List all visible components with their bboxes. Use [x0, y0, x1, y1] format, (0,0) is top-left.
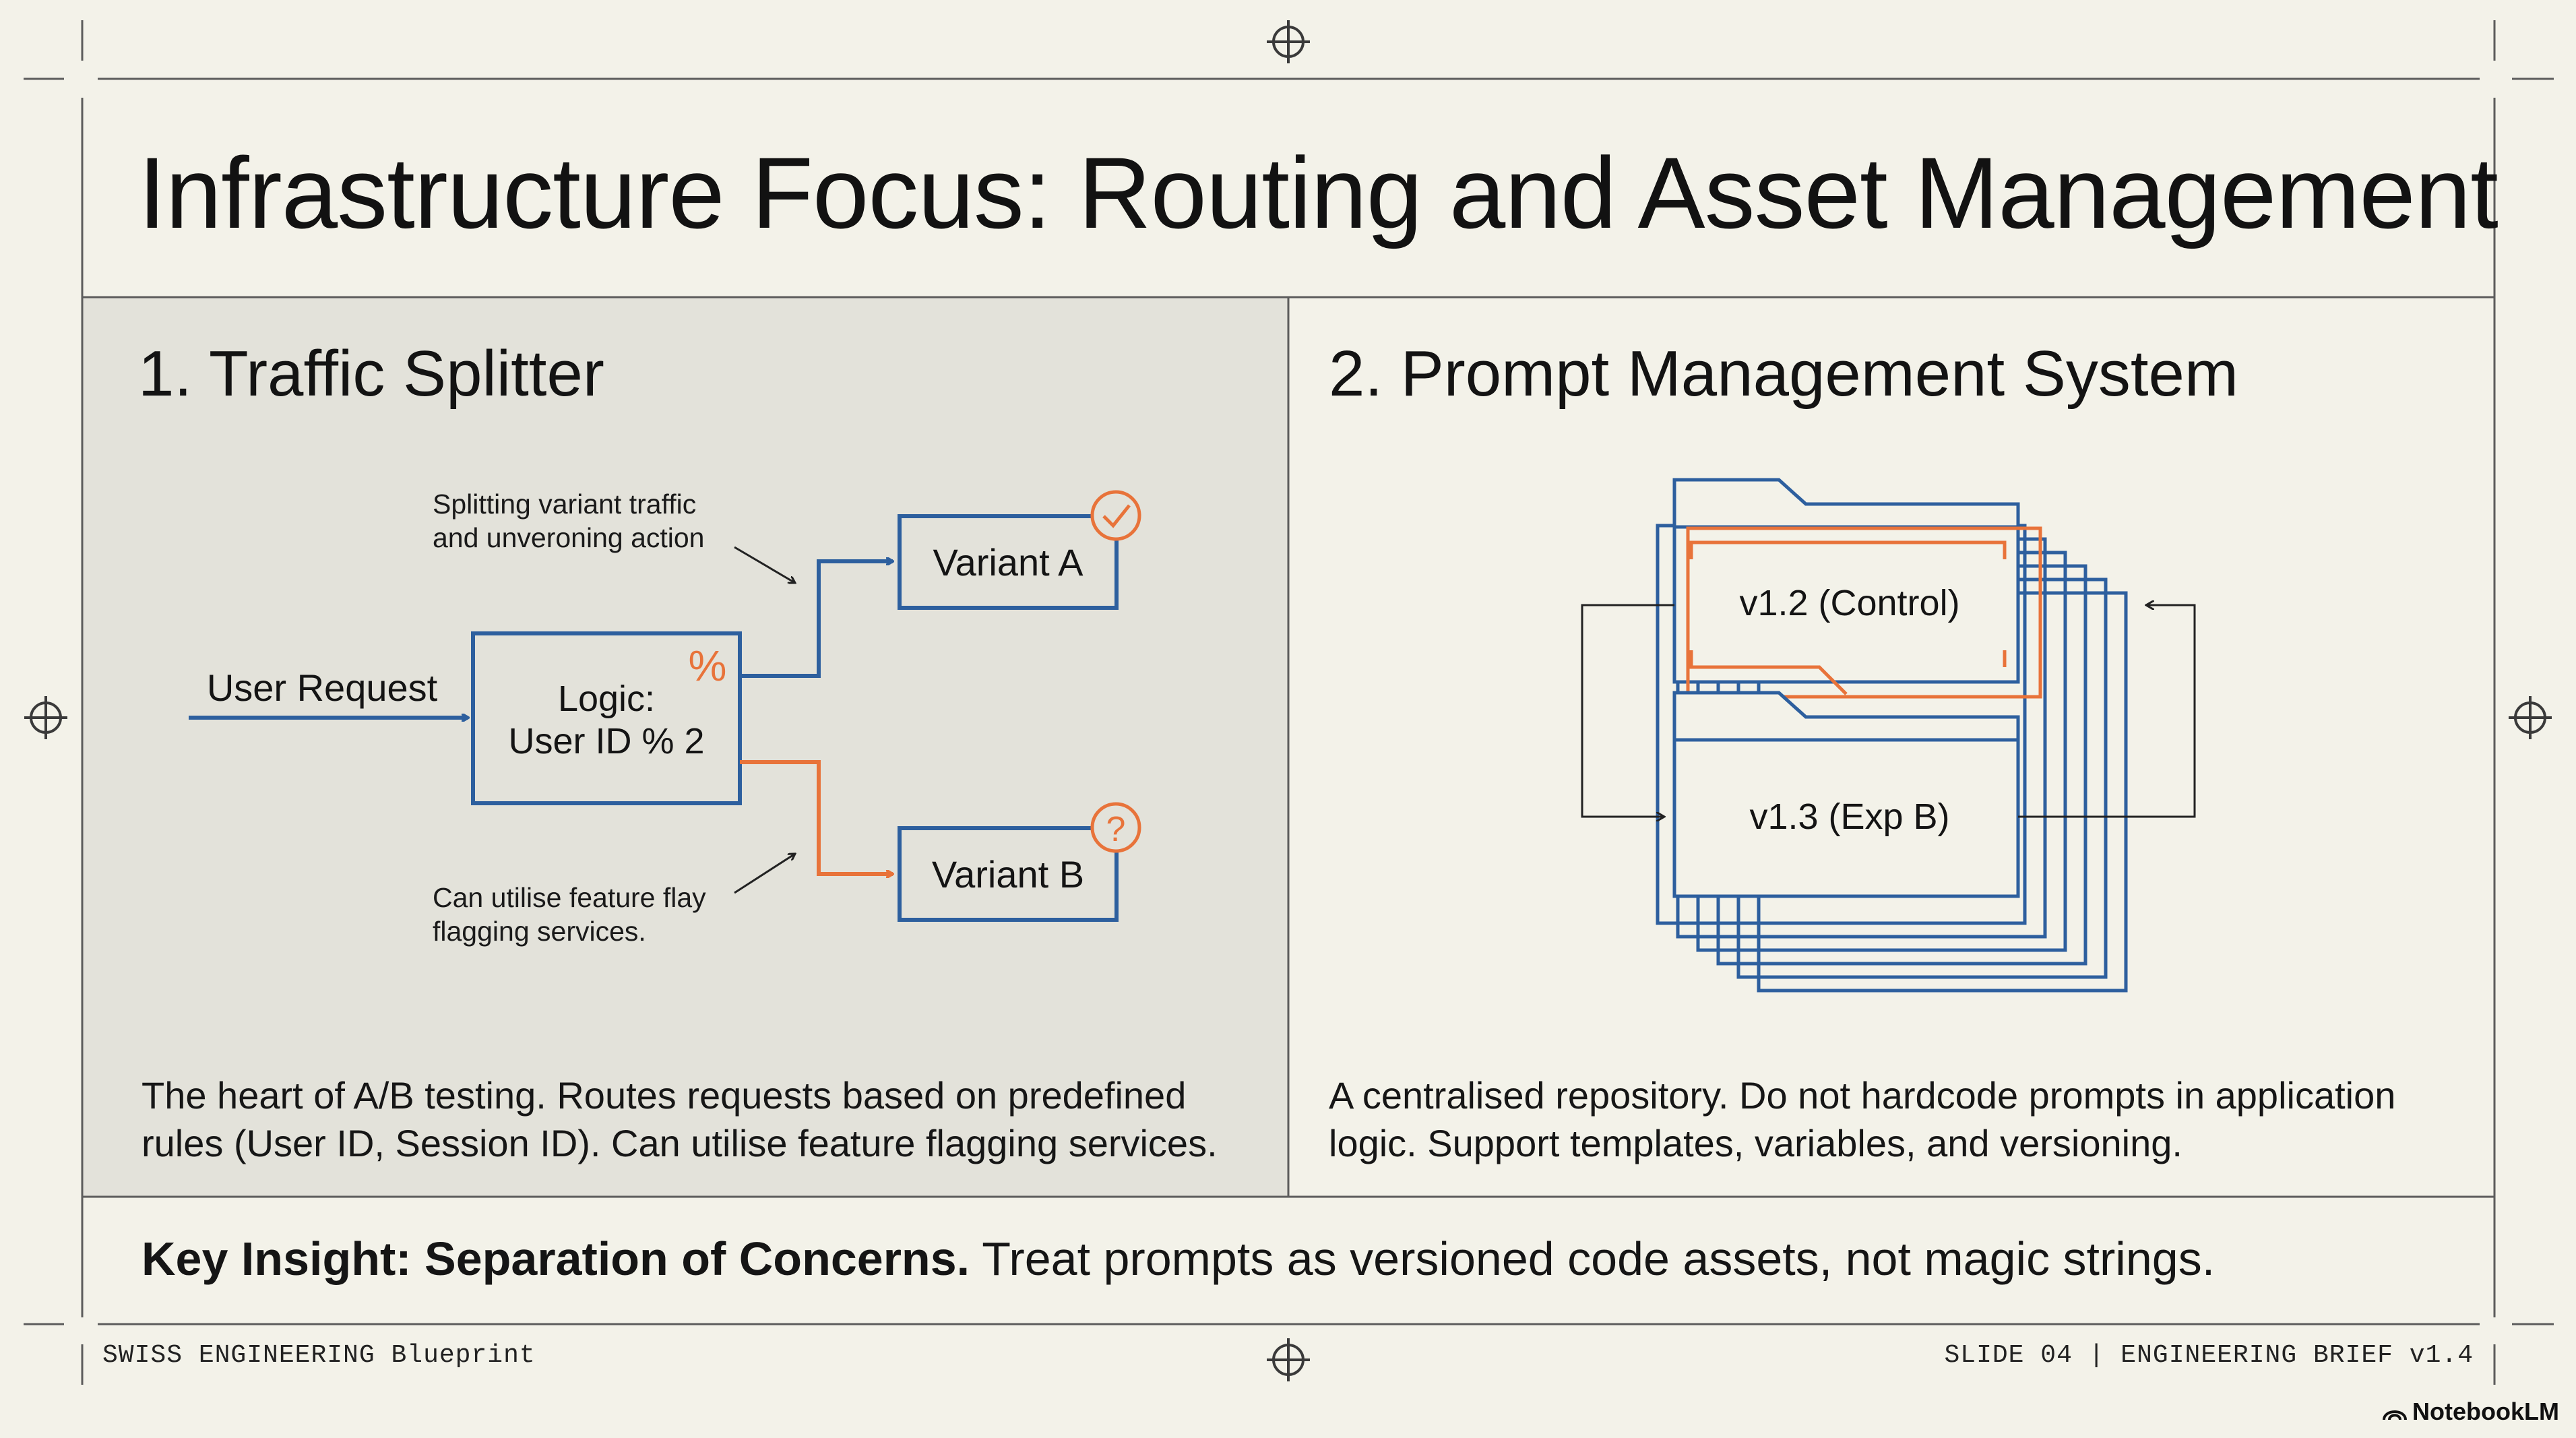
annotation-top-line-2: and unveroning action — [433, 522, 704, 553]
footer-right: SLIDE 04 | ENGINEERING BRIEF v1.4 — [1944, 1341, 2474, 1370]
annotation-bottom-arrow — [734, 854, 795, 894]
traffic-splitter-description: The heart of A/B testing. Routes request… — [142, 1071, 1287, 1167]
question-circle-icon: ? — [1090, 802, 1141, 853]
brand-label: NotebookLM — [2412, 1398, 2559, 1425]
slide-title: Infrastructure Focus: Routing and Asset … — [138, 136, 2499, 249]
variant-b-box — [898, 826, 1119, 922]
check-circle-icon — [1090, 490, 1141, 541]
annotation-bottom-line-1: Can utilise feature flay — [433, 882, 706, 913]
user-request-label: User Request — [207, 666, 438, 709]
traffic-splitter-panel — [82, 297, 1288, 1197]
prompt-management-heading: 2. Prompt Management System — [1329, 338, 2238, 410]
brand: NotebookLM — [2381, 1398, 2559, 1426]
control-folder — [1672, 478, 2020, 684]
annotation-bottom-line-2: flagging services. — [433, 916, 646, 947]
annotation-top-arrow — [734, 546, 795, 583]
prompt-management-description-line-1: A centralised repository. Do not hardcod… — [1329, 1074, 2396, 1117]
annotation-top-line-1: Splitting variant traffic — [433, 489, 696, 520]
notebooklm-logo-icon — [2383, 1410, 2408, 1420]
footer-left: SWISS ENGINEERING Blueprint — [102, 1341, 536, 1370]
prompt-management-description: A centralised repository. Do not hardcod… — [1329, 1071, 2474, 1167]
prompt-management-description-line-2: logic. Support templates, variables, and… — [1329, 1122, 2182, 1164]
variant-b-badge-label: ? — [1106, 810, 1126, 849]
control-highlight-layer — [1686, 526, 2042, 699]
traffic-splitter-description-line-2: rules (User ID, Session ID). Can utilise… — [142, 1122, 1218, 1164]
traffic-splitter-heading: 1. Traffic Splitter — [138, 338, 604, 410]
key-insight-text: Treat prompts as versioned code assets, … — [970, 1232, 2216, 1285]
variant-b-path — [740, 760, 893, 874]
variant-a-path — [740, 561, 893, 678]
variant-a-box — [898, 514, 1119, 610]
key-insight: Key Insight: Separation of Concerns. Tre… — [142, 1232, 2215, 1286]
right-connector-arrow — [2018, 605, 2196, 818]
logic-label: Logic: — [558, 679, 655, 719]
traffic-splitter-description-line-1: The heart of A/B testing. Routes request… — [142, 1074, 1187, 1117]
version-control-label: v1.2 (Control) — [1739, 583, 1959, 623]
experiment-folder — [1672, 691, 2020, 898]
key-insight-heading: Key Insight: Separation of Concerns. — [142, 1232, 970, 1285]
variant-b-label: Variant B — [932, 853, 1084, 896]
left-connector-arrow — [1581, 604, 1674, 817]
control-highlight-corners — [1689, 540, 2007, 695]
logic-box — [471, 631, 742, 805]
variant-a-label: Variant A — [933, 541, 1083, 584]
version-exp-label: v1.3 (Exp B) — [1749, 796, 1949, 837]
logic-rule-label: User ID % 2 — [508, 721, 704, 761]
percent-symbol: % — [689, 642, 727, 690]
